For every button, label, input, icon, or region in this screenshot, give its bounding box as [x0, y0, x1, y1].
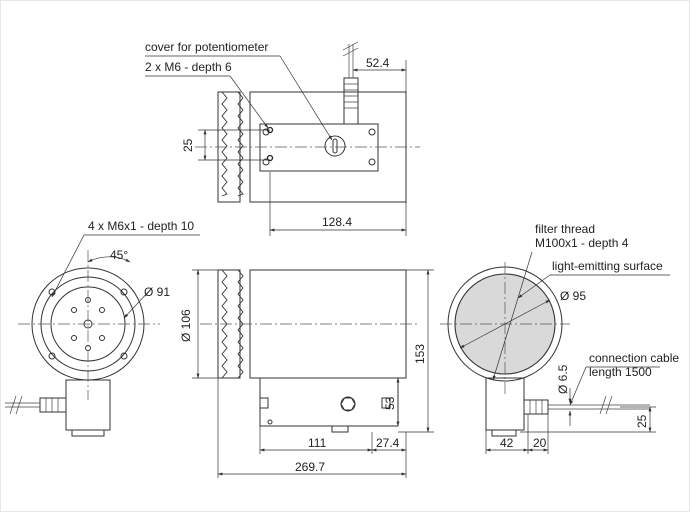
dim-111: 111 [308, 436, 327, 450]
label-filter-thread-1: filter thread [535, 222, 595, 236]
top-view: cover for potentiometer 2 x M6 - depth 6… [145, 40, 420, 236]
side-view-mount-bracket [259, 377, 399, 427]
left-front-view: 4 x M6x1 - depth 10 45° Ø 91 [5, 219, 200, 437]
dim-20: 20 [533, 436, 547, 450]
side-gland-nut [340, 396, 356, 412]
cable-break-symbol [599, 395, 613, 415]
side-view: Ø 106 153 53 111 27.4 269.7 [179, 269, 434, 478]
label-filter-thread-2: M100x1 - depth 4 [535, 236, 629, 250]
potentiometer-knob [324, 135, 346, 157]
screw-hole [368, 158, 376, 166]
side-bracket-foot [331, 425, 349, 433]
leader-m6 [229, 75, 269, 129]
top-view-break-line-2 [237, 91, 244, 197]
leader-connection-cable [569, 366, 587, 406]
dim-42: 42 [500, 436, 514, 450]
rear-cable [548, 404, 650, 410]
led-dot [71, 335, 77, 341]
leader-m6x1 [51, 234, 85, 298]
led-dot [99, 335, 105, 341]
bracket-slot [259, 397, 269, 409]
dim-dia95: Ø 95 [560, 289, 586, 303]
cable-top [348, 44, 354, 78]
front-mount-bracket [65, 379, 111, 431]
mount-hole [120, 352, 128, 360]
front-bracket-base [71, 429, 105, 437]
gland-ridges [529, 400, 543, 414]
dim-153: 153 [413, 344, 427, 364]
label-connection-cable-1: connection cable [589, 351, 679, 365]
cable-break-symbol [9, 395, 23, 415]
m6-thread-hole [266, 154, 274, 162]
dim-line-dia95 [459, 299, 551, 349]
gland-ridges [344, 83, 358, 109]
dim-25-top: 25 [181, 138, 195, 152]
dim-27-4: 27.4 [376, 436, 400, 450]
mount-hole [48, 352, 56, 360]
mount-hole [48, 288, 56, 296]
top-view-break-line-1 [221, 91, 228, 197]
dim-dia6-5: Ø 6.5 [556, 364, 570, 394]
label-connection-cable-2: length 1500 [589, 365, 652, 379]
dim-52-4: 52.4 [366, 56, 390, 70]
mount-hole [120, 288, 128, 296]
bracket-slot [381, 397, 391, 409]
label-m6-depth6: 2 x M6 - depth 6 [145, 60, 232, 74]
rear-view: Ø 95 filter thread M100x1 - depth 4 ligh… [440, 222, 679, 454]
dim-dia91: Ø 91 [144, 285, 170, 299]
gland-ridges [45, 398, 59, 412]
side-gland-hex [340, 397, 356, 411]
dim-269-7: 269.7 [295, 460, 325, 474]
led-dot [99, 307, 105, 313]
cable-gland-top [343, 77, 359, 125]
leader-cover [279, 55, 333, 141]
label-cover-potentiometer: cover for potentiometer [145, 40, 268, 54]
screw-hole [368, 128, 376, 136]
potentiometer-cover [259, 123, 379, 172]
dim-53: 53 [383, 396, 397, 410]
leader-filter-thread [492, 251, 533, 381]
dim-128-4: 128.4 [322, 215, 352, 229]
dim-dia106: Ø 106 [179, 309, 193, 342]
label-light-emitting-surface: light-emitting surface [552, 259, 663, 273]
cable-break-symbol [342, 41, 359, 57]
leader-dia91 [123, 289, 151, 319]
bracket-screw [267, 419, 273, 425]
label-m6x1-depth10: 4 x M6x1 - depth 10 [88, 219, 194, 233]
rear-bracket-foot [491, 429, 517, 437]
front-cable-gland [39, 397, 67, 413]
screw-hole [262, 158, 270, 166]
dim-angle-45: 45° [110, 248, 128, 262]
led-dot [71, 307, 77, 313]
dim-25-right: 25 [635, 414, 649, 428]
leader-light-surface [517, 274, 551, 299]
potentiometer-slot [332, 138, 338, 154]
front-cable [5, 402, 40, 408]
angle-arc [87, 256, 131, 263]
